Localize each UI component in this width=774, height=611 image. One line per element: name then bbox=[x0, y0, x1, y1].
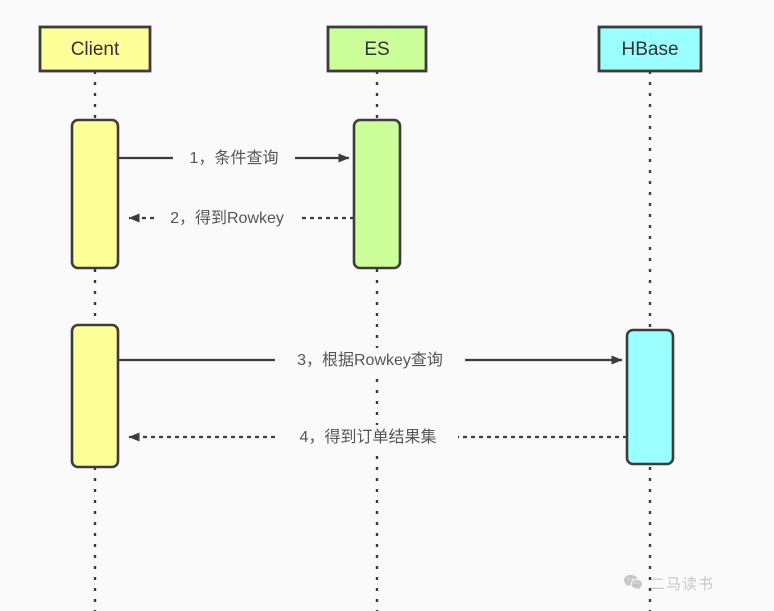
watermark: 二马读书 bbox=[622, 572, 714, 594]
message-1-label-bg bbox=[173, 146, 295, 170]
participant-client-box[interactable] bbox=[38, 25, 152, 73]
message-3-label: 3，根据Rowkey查询 bbox=[297, 351, 443, 369]
activation-bars-group bbox=[70, 118, 675, 469]
message-4-label-bg bbox=[278, 425, 458, 449]
message-2-label-bg bbox=[155, 206, 300, 230]
participant-hbase-box[interactable] bbox=[597, 25, 703, 73]
participant-client[interactable]: Client bbox=[38, 25, 152, 73]
message-1: 1，条件查询 bbox=[118, 146, 350, 170]
participant-es-box[interactable] bbox=[326, 25, 428, 73]
participant-hbase[interactable]: HBase bbox=[597, 25, 703, 73]
activation-bar-hbase-1 bbox=[625, 328, 675, 466]
message-2: 2，得到Rowkey bbox=[128, 206, 354, 230]
activation-bar-client-2 bbox=[70, 323, 120, 469]
message-3: 3，根据Rowkey查询 bbox=[118, 348, 623, 372]
message-1-label: 1，条件查询 bbox=[190, 149, 279, 167]
activation-bar-es-1 bbox=[352, 118, 402, 270]
participant-es-label: ES bbox=[364, 39, 389, 60]
message-3-label-bg bbox=[275, 348, 465, 372]
message-4-label: 4，得到订单结果集 bbox=[300, 428, 437, 446]
watermark-text: 二马读书 bbox=[650, 574, 715, 593]
message-2-label: 2，得到Rowkey bbox=[170, 209, 284, 227]
participant-client-label: Client bbox=[71, 39, 120, 60]
message-4: 4，得到订单结果集 bbox=[128, 425, 627, 449]
activation-bar-client-1 bbox=[70, 118, 120, 270]
wechat-icon bbox=[624, 574, 643, 590]
participant-es[interactable]: ES bbox=[326, 25, 428, 73]
participant-hbase-label: HBase bbox=[621, 39, 678, 60]
